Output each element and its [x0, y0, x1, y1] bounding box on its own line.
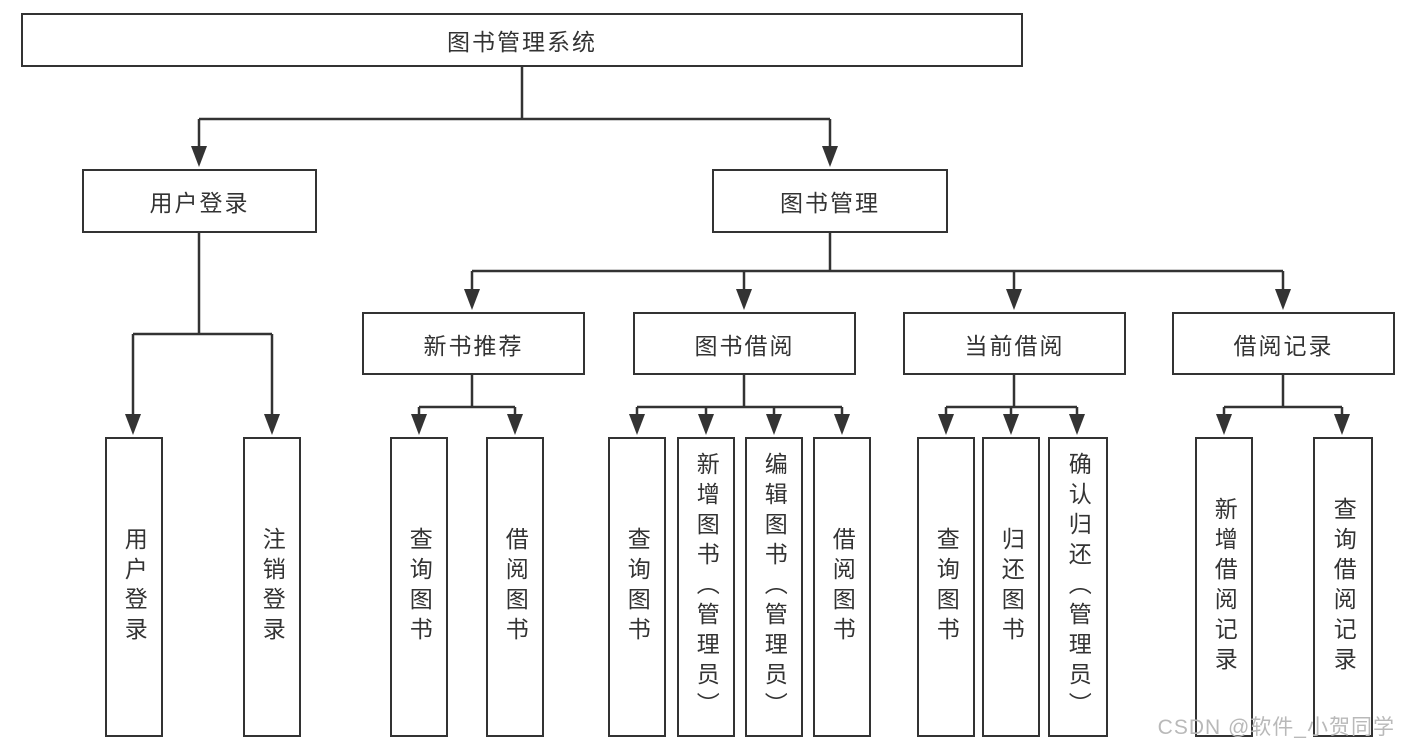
leaf-borrow-books-recommend: 借阅图书: [486, 437, 544, 737]
node-user-login: 用户登录: [82, 169, 317, 233]
leaf-user-login: 用户登录: [105, 437, 163, 737]
leaf-query-books-recommend-label: 查询图书: [406, 527, 433, 647]
node-current-borrowing: 当前借阅: [903, 312, 1126, 375]
leaf-query-books-borrowing: 查询图书: [608, 437, 666, 737]
arrowheads: [125, 146, 1350, 435]
leaf-edit-books-admin: 编辑图书（管理员）: [745, 437, 803, 737]
leaf-borrow-books-borrowing: 借阅图书: [813, 437, 871, 737]
leaf-add-borrow-record-label: 新增借阅记录: [1211, 497, 1238, 677]
leaf-query-borrow-record: 查询借阅记录: [1313, 437, 1373, 737]
leaf-query-books-borrowing-label: 查询图书: [624, 527, 651, 647]
node-book-borrowing: 图书借阅: [633, 312, 856, 375]
leaf-confirm-return-admin-label: 确认归还（管理员）: [1065, 452, 1092, 722]
leaf-logout-login-label: 注销登录: [259, 527, 286, 647]
leaf-query-books-current: 查询图书: [917, 437, 975, 737]
leaf-return-books: 归还图书: [982, 437, 1040, 737]
node-root: 图书管理系统: [21, 13, 1023, 67]
leaf-logout-login: 注销登录: [243, 437, 301, 737]
leaf-user-login-label: 用户登录: [121, 527, 148, 647]
leaf-query-books-recommend: 查询图书: [390, 437, 448, 737]
leaf-borrow-books-recommend-label: 借阅图书: [502, 527, 529, 647]
node-book-management: 图书管理: [712, 169, 948, 233]
leaf-add-books-admin-label: 新增图书（管理员）: [693, 452, 720, 722]
leaf-add-borrow-record: 新增借阅记录: [1195, 437, 1253, 737]
node-borrow-records: 借阅记录: [1172, 312, 1395, 375]
node-new-book-recommend: 新书推荐: [362, 312, 585, 375]
leaf-query-books-current-label: 查询图书: [933, 527, 960, 647]
leaf-return-books-label: 归还图书: [998, 527, 1025, 647]
leaf-edit-books-admin-label: 编辑图书（管理员）: [761, 452, 788, 722]
leaf-query-borrow-record-label: 查询借阅记录: [1330, 497, 1357, 677]
leaf-add-books-admin: 新增图书（管理员）: [677, 437, 735, 737]
leaf-confirm-return-admin: 确认归还（管理员）: [1048, 437, 1108, 737]
csdn-watermark: CSDN @软件_小贺同学: [1157, 716, 1395, 739]
leaf-borrow-books-borrowing-label: 借阅图书: [829, 527, 856, 647]
